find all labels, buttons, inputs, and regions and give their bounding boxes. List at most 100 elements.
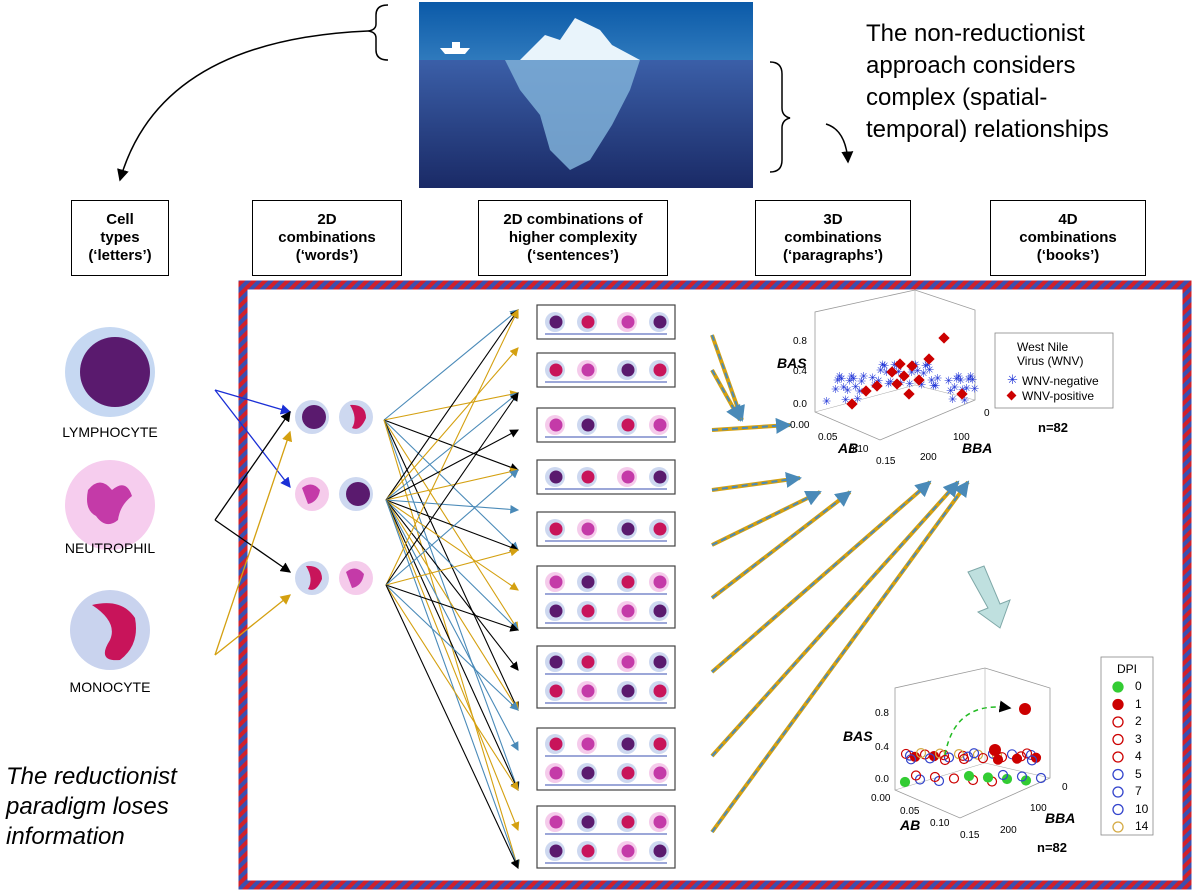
sentence-nucleus bbox=[653, 766, 667, 780]
sentence-nucleus bbox=[621, 844, 635, 858]
sentence-nucleus bbox=[621, 522, 635, 536]
wnv-negative-point: ✳ bbox=[890, 360, 899, 372]
arrow bbox=[711, 480, 970, 833]
sentence-nucleus bbox=[549, 815, 563, 829]
arrow bbox=[385, 499, 520, 552]
wnv-negative-point: ✳ bbox=[917, 379, 926, 391]
sentence-nucleus bbox=[621, 470, 635, 484]
arrow bbox=[383, 419, 520, 472]
wnv-negative-point: ✳ bbox=[921, 360, 930, 372]
sentence-nucleus bbox=[653, 604, 667, 618]
wnv-negative-point: ✳ bbox=[833, 375, 842, 387]
wnv-negative-point: ✳ bbox=[950, 382, 959, 394]
label-neutrophil: NEUTROPHIL bbox=[64, 540, 156, 556]
dpi-point bbox=[997, 769, 1009, 781]
wnv-negative-point: ✳ bbox=[835, 371, 844, 383]
sentence-nucleus bbox=[549, 418, 563, 432]
bottom-legend-item: 2 bbox=[1135, 714, 1142, 728]
arrow bbox=[710, 490, 852, 600]
arrow bbox=[385, 467, 520, 501]
sentence-nucleus bbox=[549, 604, 563, 618]
top-x-tick: 0.00 bbox=[790, 420, 810, 431]
sentence-nucleus bbox=[581, 766, 595, 780]
arrow bbox=[214, 389, 291, 489]
sentence-nucleus bbox=[549, 766, 563, 780]
sentence-nucleus bbox=[581, 363, 595, 377]
sentence-nucleus bbox=[653, 815, 667, 829]
bottom-y-tick: 0.0 bbox=[875, 774, 889, 785]
wnv-negative-point: ✳ bbox=[841, 394, 850, 406]
bottom-n-label: n=82 bbox=[1037, 840, 1067, 855]
top-y-tick: 0.4 bbox=[793, 366, 807, 377]
sentence-boxes bbox=[536, 304, 676, 869]
wnv-negative-point: ✳ bbox=[878, 359, 887, 371]
arrow bbox=[385, 499, 519, 751]
dpi-legend-marker bbox=[1112, 786, 1124, 798]
plot-bottom bbox=[894, 667, 1051, 819]
top-legend-item: WNV-negative bbox=[1022, 374, 1099, 388]
wnv-negative-point: ✳ bbox=[894, 367, 903, 379]
bottom-legend-item: 1 bbox=[1135, 696, 1142, 711]
lymphocyte-cell bbox=[65, 327, 155, 417]
dpi-point bbox=[982, 772, 994, 783]
dpi-point bbox=[1035, 772, 1047, 784]
header-cell-types: Cell types (‘letters’) bbox=[71, 200, 169, 276]
arrows-cells-to-words bbox=[214, 389, 293, 656]
dpi-point bbox=[958, 753, 970, 765]
sentence-nucleus bbox=[549, 363, 563, 377]
sentence-nucleus bbox=[653, 575, 667, 589]
bottom-y-tick: 0.4 bbox=[875, 742, 889, 753]
sentence-nucleus bbox=[581, 737, 595, 751]
bottom-legend-item: 0 bbox=[1135, 679, 1142, 693]
down-arrow bbox=[967, 565, 1011, 629]
wnv-negative-point: ✳ bbox=[855, 386, 864, 398]
wnv-negative-point: ✳ bbox=[847, 371, 856, 383]
dpi-point bbox=[905, 754, 917, 765]
wnv-negative-point: ✳ bbox=[966, 371, 975, 383]
wnv-negative-point: ✳ bbox=[948, 394, 957, 406]
svg-text:✳: ✳ bbox=[1007, 372, 1018, 387]
wnv-negative-point: ✳ bbox=[907, 367, 916, 379]
wnv-negative-point: ✳ bbox=[859, 371, 868, 383]
wnv-positive-point bbox=[894, 358, 906, 370]
sentence-nucleus bbox=[621, 655, 635, 669]
dpi-point bbox=[989, 744, 1001, 756]
bottom-legend-item: 4 bbox=[1135, 749, 1142, 763]
wnv-negative-point: ✳ bbox=[849, 373, 858, 385]
bottom-legend-item: 5 bbox=[1135, 766, 1142, 781]
arrow bbox=[385, 309, 519, 586]
bottom-z-tick: 200 bbox=[1000, 825, 1017, 836]
sentence-nucleus bbox=[549, 522, 563, 536]
arrow bbox=[385, 499, 520, 870]
dpi-legend-marker bbox=[1112, 716, 1124, 728]
header-3d-paragraphs: 3D combinations (‘paragraphs’) bbox=[755, 200, 911, 276]
wnv-negative-point: ✳ bbox=[857, 376, 866, 388]
dpi-legend-marker bbox=[1112, 733, 1124, 746]
reductionist-text: The reductionist paradigm loses informat… bbox=[6, 763, 177, 850]
dpi-legend-marker bbox=[1112, 698, 1124, 711]
wnv-negative-point: ✳ bbox=[927, 375, 936, 387]
arrow bbox=[385, 584, 519, 791]
arrow bbox=[385, 499, 519, 792]
arrow bbox=[385, 584, 519, 869]
dpi-point bbox=[934, 748, 946, 759]
wnv-positive-point bbox=[903, 388, 915, 400]
sentence-nucleus bbox=[621, 684, 635, 698]
sentence-nucleus bbox=[653, 470, 667, 484]
dpi-point bbox=[910, 770, 922, 781]
wnv-negative-point: ✳ bbox=[944, 376, 953, 388]
striped-frame bbox=[238, 280, 1192, 890]
arrow bbox=[383, 419, 519, 711]
wnv-negative-point: ✳ bbox=[853, 393, 862, 405]
wnv-negative-point: ✳ bbox=[962, 383, 971, 395]
sentence-nucleus bbox=[653, 684, 667, 698]
arrow bbox=[711, 480, 960, 757]
wnv-negative-point: ✳ bbox=[960, 395, 969, 407]
sentence-nucleus bbox=[621, 575, 635, 589]
arrow bbox=[383, 419, 520, 792]
sentence-nucleus bbox=[549, 684, 563, 698]
neutrophil-cell bbox=[65, 460, 155, 550]
dpi-point bbox=[977, 752, 989, 764]
arrow bbox=[711, 490, 822, 546]
